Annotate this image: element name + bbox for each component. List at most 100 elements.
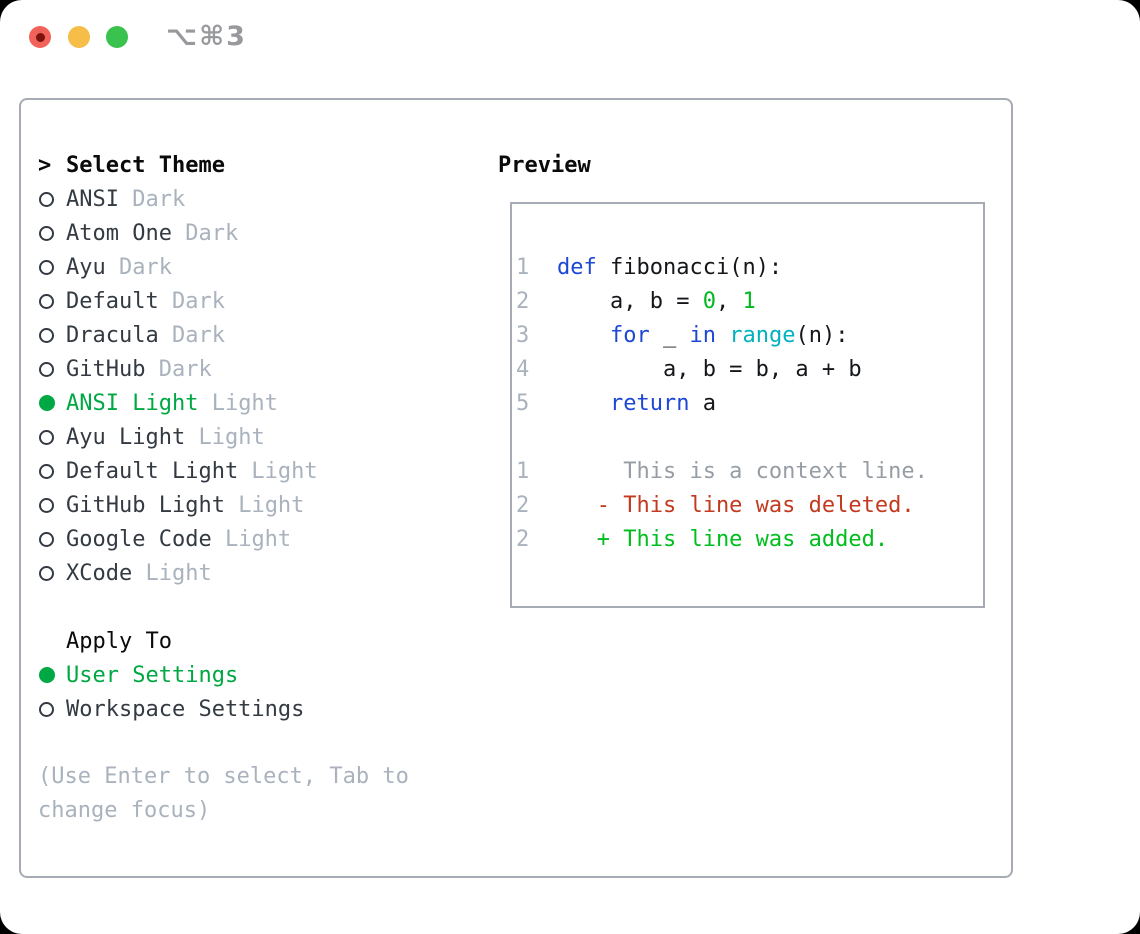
- code-token: + This line was added.: [557, 527, 889, 552]
- code-token: 0: [702, 289, 716, 314]
- radio-icon: [39, 429, 54, 445]
- theme-tag: Light: [132, 560, 212, 586]
- theme-option[interactable]: XCode Light: [38, 556, 409, 590]
- preview-line: 3 for _ in range(n):: [512, 319, 983, 353]
- theme-option[interactable]: Ayu Light Light: [38, 420, 409, 454]
- theme-option[interactable]: ANSI Light Light: [38, 386, 409, 420]
- theme-option[interactable]: GitHub Light Light: [38, 488, 409, 522]
- preview-line: 5 return a: [512, 387, 983, 421]
- hint-text-line1: (Use Enter to select, Tab to: [38, 764, 409, 789]
- spacer: [38, 726, 409, 760]
- theme-tag: Dark: [118, 186, 186, 212]
- code-token: def: [557, 255, 597, 280]
- theme-tag: Dark: [105, 254, 172, 280]
- preview-line: [512, 421, 983, 455]
- code-token: a, b =: [557, 289, 703, 314]
- theme-option[interactable]: Dracula Dark: [38, 318, 409, 352]
- minimize-button[interactable]: [68, 26, 90, 48]
- code-token: [716, 323, 729, 348]
- apply-to-option[interactable]: User Settings: [38, 658, 409, 692]
- apply-to-option[interactable]: Workspace Settings: [38, 692, 409, 726]
- theme-tag: Dark: [158, 288, 225, 314]
- line-number: 1: [516, 255, 530, 280]
- theme-tag: Dark: [145, 356, 212, 382]
- radio-icon: [39, 565, 54, 581]
- theme-name: Default Light: [66, 458, 239, 484]
- theme-tag: Dark: [158, 322, 225, 348]
- radio-icon: [39, 497, 54, 513]
- code-token: return: [609, 391, 690, 416]
- theme-name: Default: [66, 288, 159, 314]
- code-token: ,: [715, 289, 743, 314]
- theme-name: ANSI Light: [66, 390, 199, 416]
- theme-name: Ayu Light: [66, 424, 186, 450]
- theme-option[interactable]: Default Dark: [38, 284, 409, 318]
- preview-line: 2 a, b = 0, 1: [512, 285, 983, 319]
- theme-name: GitHub: [66, 356, 146, 382]
- theme-name: Ayu: [66, 254, 106, 280]
- zoom-button[interactable]: [106, 26, 128, 48]
- code-token: fibonacci(n):: [596, 255, 783, 280]
- theme-name: GitHub Light: [66, 492, 225, 518]
- theme-option[interactable]: Default Light Light: [38, 454, 409, 488]
- line-number: 5: [516, 391, 530, 416]
- line-number: 1: [516, 459, 530, 484]
- radio-selected-icon: [39, 395, 55, 411]
- theme-option[interactable]: ANSI Dark: [38, 182, 409, 216]
- window-title-shortcut: ⌥⌘3: [166, 21, 247, 52]
- code-token: a: [689, 391, 716, 416]
- radio-icon: [39, 259, 54, 275]
- code-token: _: [649, 323, 690, 348]
- preview-title: Preview: [498, 152, 591, 178]
- radio-icon: [39, 191, 54, 207]
- code-token: (n):: [795, 323, 849, 348]
- theme-option[interactable]: Atom One Dark: [38, 216, 409, 250]
- theme-name: ANSI: [66, 186, 119, 212]
- code-token: This is a context line.: [557, 459, 928, 484]
- theme-name: Dracula: [66, 322, 159, 348]
- preview-line: 1 def fibonacci(n):: [512, 251, 983, 285]
- radio-icon: [39, 225, 54, 241]
- theme-name: XCode: [66, 560, 133, 586]
- code-token: [557, 391, 610, 416]
- unsaved-dot-icon: [35, 32, 45, 42]
- apply-option-label: User Settings: [66, 662, 239, 688]
- theme-tag: Light: [224, 492, 305, 518]
- theme-option[interactable]: Ayu Dark: [38, 250, 409, 284]
- line-number: 2: [516, 493, 530, 518]
- apply-option-label: Workspace Settings: [66, 696, 305, 722]
- select-theme-header: > Select Theme: [38, 148, 409, 182]
- preview-line: 2 + This line was added.: [512, 523, 983, 557]
- theme-option[interactable]: GitHub Dark: [38, 352, 409, 386]
- radio-icon: [39, 327, 54, 343]
- code-token: [557, 323, 610, 348]
- radio-selected-icon: [39, 667, 55, 683]
- theme-name: Atom One: [66, 220, 172, 246]
- radio-icon: [39, 293, 54, 309]
- theme-tag: Light: [198, 390, 278, 416]
- theme-tag: Dark: [171, 220, 239, 246]
- line-number: 2: [516, 289, 530, 314]
- radio-icon: [39, 463, 54, 479]
- spacer: [38, 590, 409, 624]
- apply-to-header: Apply To: [38, 624, 409, 658]
- apply-to-title: Apply To: [66, 628, 172, 654]
- line-number: 3: [516, 323, 530, 348]
- code-token: for: [609, 323, 650, 348]
- theme-tag: Light: [238, 458, 318, 484]
- code-token: range: [729, 323, 796, 348]
- code-token: a, b = b, a + b: [557, 357, 862, 382]
- selection-cursor: >: [38, 152, 52, 178]
- line-number: 4: [516, 357, 530, 382]
- theme-option[interactable]: Google Code Light: [38, 522, 409, 556]
- code-token: 1: [742, 289, 756, 314]
- preview-line: 4 a, b = b, a + b: [512, 353, 983, 387]
- theme-tag: Light: [211, 526, 292, 552]
- radio-icon: [39, 701, 54, 717]
- close-button[interactable]: [29, 26, 51, 48]
